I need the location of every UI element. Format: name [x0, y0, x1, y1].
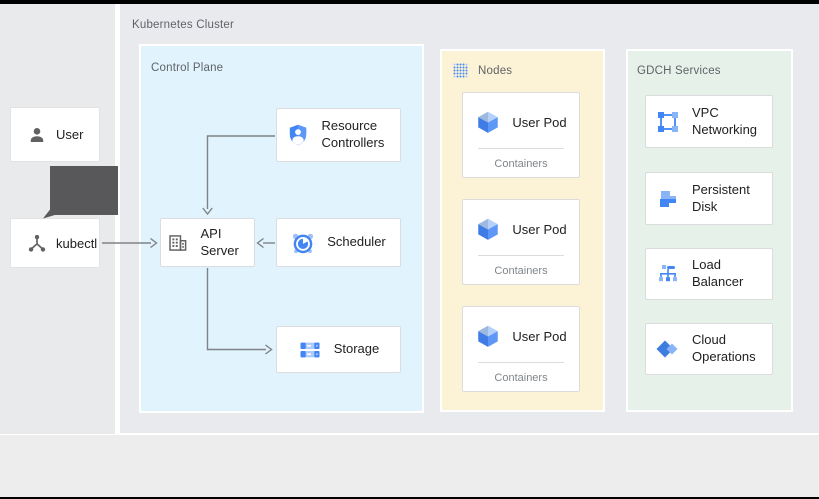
cube-icon	[478, 111, 499, 133]
containers-label: Containers	[494, 372, 548, 384]
shield-person-icon	[289, 124, 306, 146]
user-pod-header: User Pod	[463, 96, 579, 148]
api-server-label: API Server	[200, 225, 239, 258]
storage-trays-icon	[300, 342, 320, 357]
user-pod-card: User Pod Containers	[462, 92, 580, 178]
gdch-services-label: GDCH Services	[637, 65, 721, 77]
gdch-services-panel: GDCH Services VPC Networking Persistent …	[626, 49, 793, 412]
control-plane-label: Control Plane	[151, 62, 224, 74]
person-icon	[30, 127, 44, 142]
api-building-icon	[168, 234, 186, 251]
nodes-header: Nodes	[453, 63, 512, 78]
user-pod-header: User Pod	[463, 310, 579, 362]
kubectl-box: kubectl	[10, 218, 100, 268]
load-balancer-label: Load Balancer	[692, 257, 744, 289]
divider	[478, 362, 564, 363]
user-pod-label: User Pod	[512, 114, 567, 130]
resource-controllers-label: Resource Controllers	[321, 118, 385, 150]
user-pod-card: User Pod Containers	[462, 199, 580, 285]
persistent-disk-label: Persistent Disk	[692, 181, 750, 214]
storage-card: Storage	[276, 326, 401, 373]
load-balancer-tree-icon	[659, 265, 677, 282]
kubectl-graph-icon	[28, 234, 46, 252]
user-pod-header: User Pod	[463, 203, 579, 255]
scheduler-label: Scheduler	[327, 234, 386, 250]
divider	[478, 255, 564, 256]
vpc-networking-label: VPC Networking	[692, 104, 758, 137]
storage-label: Storage	[333, 341, 380, 357]
vpc-network-icon	[658, 111, 678, 132]
scheduler-card: Scheduler	[276, 218, 401, 267]
alarm-clock-icon	[293, 233, 314, 253]
vpc-networking-card: VPC Networking	[645, 95, 773, 148]
persistent-disk-card: Persistent Disk	[645, 172, 773, 225]
nodes-label: Nodes	[478, 64, 513, 77]
kubectl-label: kubectl	[56, 235, 98, 251]
user-box: User	[10, 107, 100, 162]
control-plane-panel: Control Plane Resource Controllers API S…	[139, 44, 424, 413]
cube-icon	[478, 325, 499, 347]
containers-label: Containers	[494, 158, 548, 170]
divider	[478, 148, 564, 149]
api-server-card: API Server	[160, 218, 255, 267]
load-balancer-card: Load Balancer	[645, 248, 773, 300]
cloud-operations-card: Cloud Operations	[645, 323, 773, 375]
bottom-gray-area	[0, 435, 819, 497]
cube-icon	[478, 218, 499, 240]
user-pod-label: User Pod	[512, 221, 567, 237]
containers-label: Containers	[494, 265, 548, 277]
resource-controllers-card: Resource Controllers	[276, 108, 401, 162]
user-label: User	[56, 127, 84, 142]
disk-steps-icon	[660, 190, 676, 207]
nodes-panel: Nodes User Pod Containers User Pod C	[440, 49, 605, 412]
cloud-ops-diamond-icon	[656, 340, 678, 358]
user-pod-card: User Pod Containers	[462, 306, 580, 392]
dotted-grid-icon	[453, 63, 468, 78]
kubernetes-cluster-label: Kubernetes Cluster	[132, 19, 235, 31]
window-top-bar	[0, 0, 819, 4]
user-pod-label: User Pod	[512, 328, 567, 344]
cloud-operations-label: Cloud Operations	[692, 332, 756, 364]
window-bottom-bar	[0, 497, 819, 499]
